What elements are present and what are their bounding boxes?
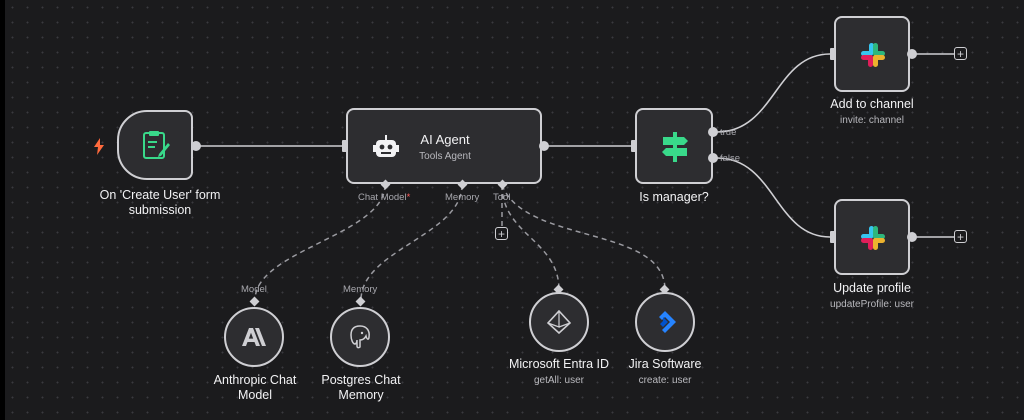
robot-icon — [372, 134, 400, 160]
jira-node[interactable] — [635, 292, 695, 352]
slack-top-output-port[interactable] — [907, 49, 917, 59]
wire-model — [254, 184, 386, 301]
trigger-output-port[interactable] — [191, 141, 201, 151]
slack-update-profile-node[interactable] — [834, 199, 910, 275]
slack-icon — [860, 42, 886, 68]
slack-top-sub: invite: channel — [840, 115, 904, 126]
switch-node[interactable] — [635, 108, 713, 184]
jira-sub: create: user — [638, 375, 692, 386]
postgres-icon — [346, 323, 374, 351]
entra-label: Microsoft Entra ID — [508, 357, 610, 371]
entra-icon — [545, 308, 573, 336]
anthropic-node[interactable] — [224, 307, 284, 367]
entra-sub: getAll: user — [533, 375, 585, 386]
jira-icon — [651, 308, 679, 336]
wire-tool-entra — [501, 184, 560, 291]
wire-true-top — [716, 53, 831, 133]
agent-subtitle: Tools Agent — [419, 151, 471, 162]
postgres-port-label: Memory — [343, 284, 378, 295]
entra-node[interactable] — [529, 292, 589, 352]
chat-model-port-label: Chat Model* — [358, 192, 411, 203]
tool-port-label: Tool — [493, 192, 511, 203]
switch-label: Is manager? — [639, 190, 709, 204]
slack-bottom-sub: updateProfile: user — [830, 299, 914, 310]
slack-bottom-label: Update profile — [833, 281, 911, 295]
wire-tool-jira — [501, 184, 666, 291]
wire-false-bottom — [716, 157, 831, 238]
add-tool-button[interactable]: + — [495, 227, 508, 240]
switch-false-port[interactable] — [708, 153, 718, 163]
form-icon — [141, 130, 171, 160]
lightning-icon — [92, 137, 106, 155]
anthropic-port-label: Model — [241, 284, 267, 295]
slack-top-input-port[interactable] — [830, 48, 836, 60]
signpost-icon — [659, 132, 691, 162]
agent-input-port[interactable] — [342, 140, 348, 152]
slack-bottom-output-port[interactable] — [907, 232, 917, 242]
ai-agent-node[interactable]: AI Agent Tools Agent — [346, 108, 542, 184]
slack-bottom-input-port[interactable] — [830, 231, 836, 243]
slack-icon — [860, 225, 886, 251]
switch-true-port[interactable] — [708, 127, 718, 137]
form-trigger-node[interactable] — [117, 110, 193, 180]
postgres-node[interactable] — [330, 307, 390, 367]
switch-input-port[interactable] — [631, 140, 637, 152]
true-label: true — [720, 127, 737, 138]
jira-label: Jira Software — [628, 357, 702, 371]
add-after-profile-button[interactable]: + — [954, 230, 967, 243]
slack-top-label: Add to channel — [830, 97, 914, 111]
agent-output-port[interactable] — [539, 141, 549, 151]
add-after-channel-button[interactable]: + — [954, 47, 967, 60]
agent-title: AI Agent — [420, 132, 470, 147]
memory-port-label: Memory — [445, 192, 480, 203]
connections — [198, 53, 954, 301]
false-label: false — [720, 153, 741, 164]
anthropic-icon — [240, 325, 268, 349]
slack-add-channel-node[interactable] — [834, 16, 910, 92]
